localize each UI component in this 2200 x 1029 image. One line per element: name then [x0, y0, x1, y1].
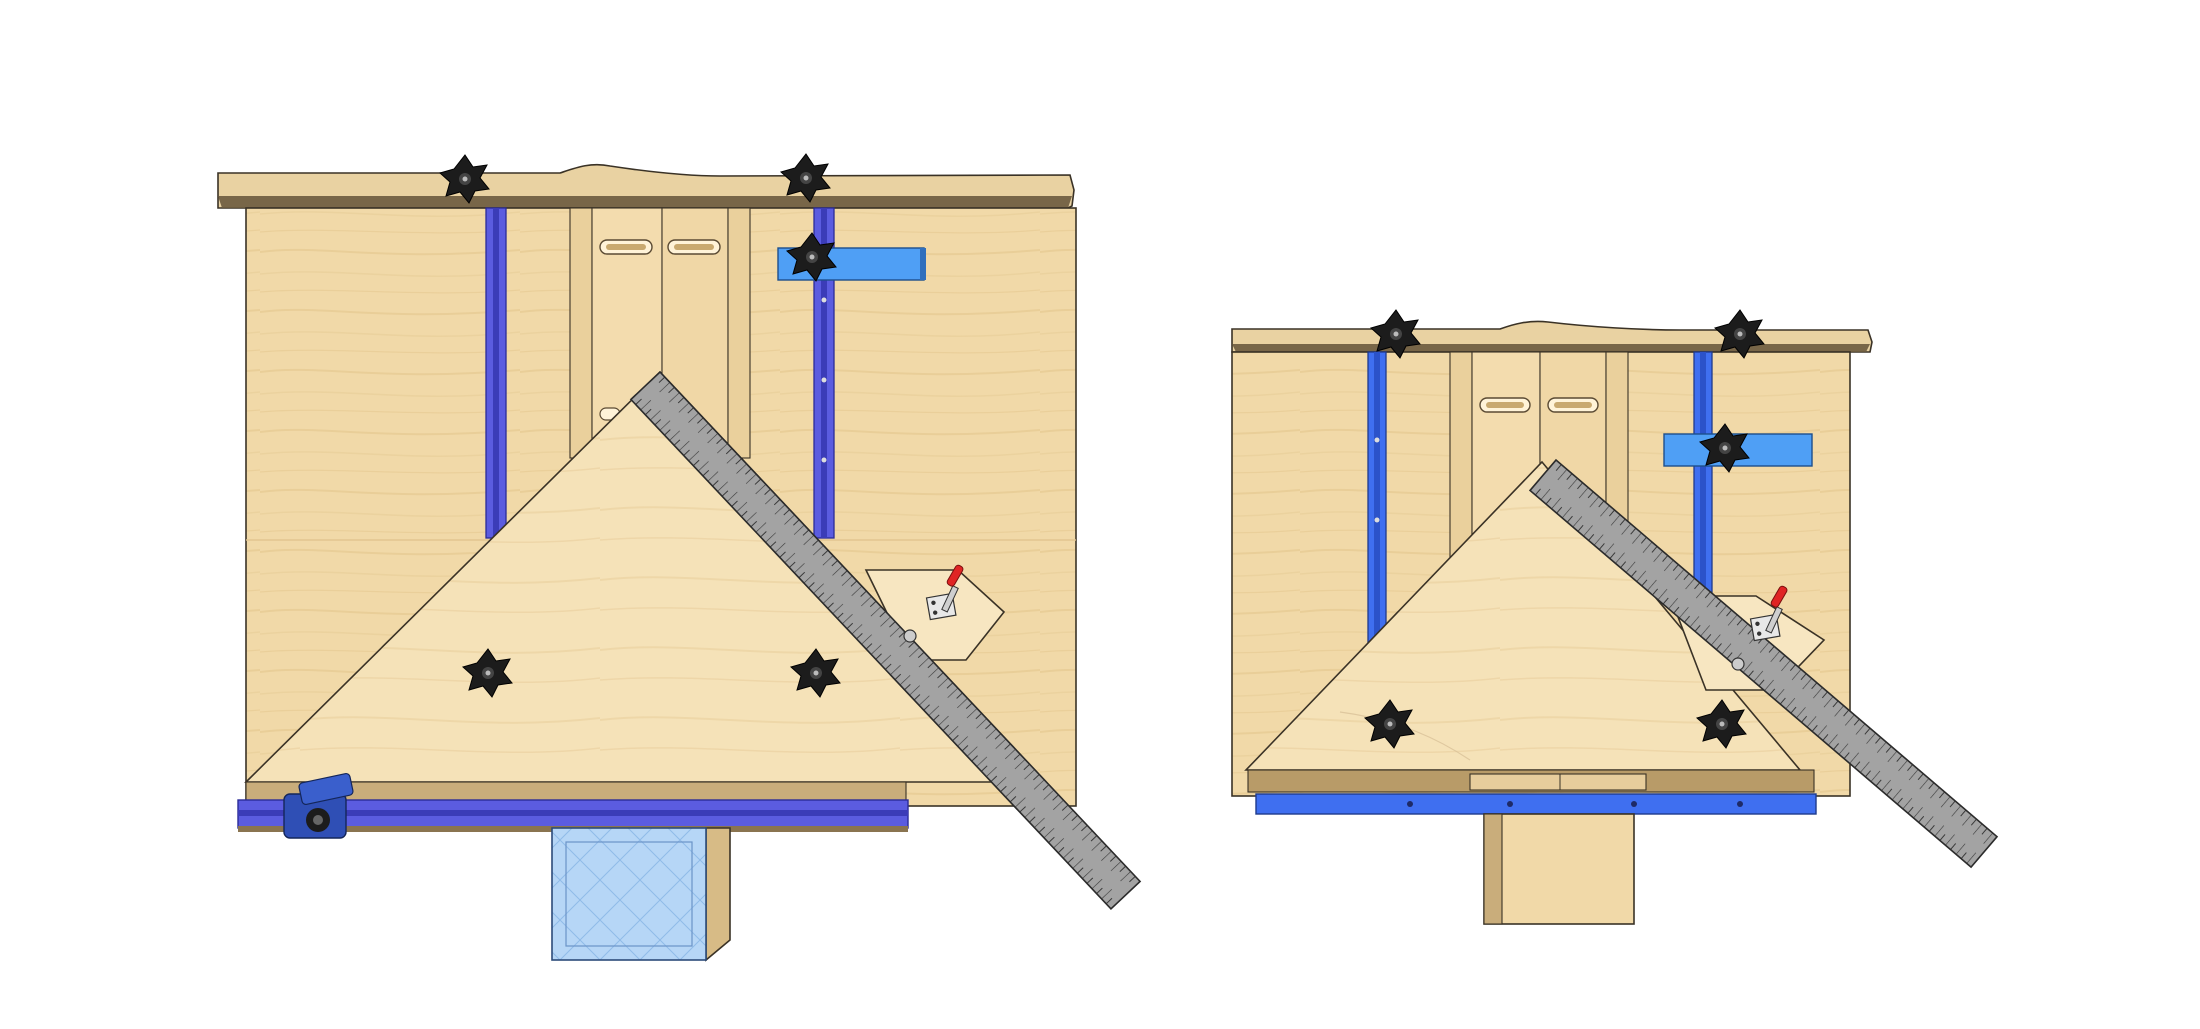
steel-ruler — [629, 370, 1142, 911]
t-track-right — [1693, 351, 1713, 593]
acrylic-guard-box — [551, 827, 731, 962]
sled-view-small — [1231, 309, 1999, 925]
t-track-left — [485, 207, 507, 539]
table-top — [217, 163, 1075, 209]
steel-ruler — [1528, 458, 1999, 869]
flip-stop-icon — [283, 772, 354, 839]
t-track-left — [1367, 351, 1387, 645]
front-t-track — [1247, 769, 1817, 815]
sled-view-large — [217, 153, 1142, 962]
t-track-right — [813, 207, 835, 539]
wood-support-block — [1483, 813, 1635, 925]
table-top — [1231, 320, 1873, 353]
